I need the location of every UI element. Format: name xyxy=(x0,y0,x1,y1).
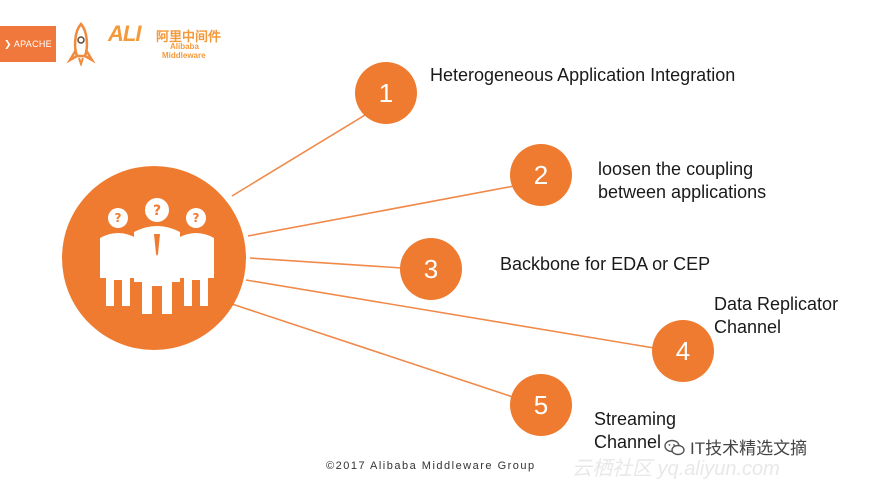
step-label-5-line1: Streaming xyxy=(594,409,677,429)
step-number-4: 4 xyxy=(675,335,691,366)
watermark-wechat: IT技术精选文摘 xyxy=(664,434,807,459)
step-label-4-line2: Channel xyxy=(714,317,782,337)
step-circle-5: 5 xyxy=(510,374,572,436)
step-number-2: 2 xyxy=(533,159,549,190)
step-label-4: Data Replicator Channel xyxy=(714,293,838,339)
wechat-icon xyxy=(664,439,685,456)
step-number-3: 3 xyxy=(423,253,439,284)
connector-line-3 xyxy=(249,257,403,269)
connector-line-2 xyxy=(247,185,515,237)
step-number-1: 1 xyxy=(378,77,394,108)
ali-logo-chinese: 阿里中间件 xyxy=(156,29,222,44)
step-label-5: Streaming Channel xyxy=(594,408,676,454)
footer-copyright: ©2017 Alibaba Middleware Group xyxy=(326,460,536,472)
step-label-2: loosen the coupling between applications xyxy=(598,158,766,204)
connector-line-5 xyxy=(231,303,517,399)
svg-text:?: ? xyxy=(115,211,122,225)
step-circle-1: 1 xyxy=(355,62,417,124)
people-question-icon: ? ? ? xyxy=(100,198,214,314)
step-circle-3: 3 xyxy=(400,238,462,300)
ali-logo-mark: ALI xyxy=(108,21,141,46)
step-label-2-line2: between applications xyxy=(598,182,767,202)
alibaba-middleware-logo: ALI 阿里中间件 Alibaba Middleware xyxy=(108,21,228,64)
apache-logo: ❯ APACHE xyxy=(0,26,56,62)
step-label-3: Backbone for EDA or CEP xyxy=(500,253,710,276)
watermark-text: IT技术精选文摘 xyxy=(690,439,808,458)
step-circle-4: 4 xyxy=(652,320,714,382)
step-number-5: 5 xyxy=(533,389,549,420)
connector-lines xyxy=(231,111,655,399)
step-label-3-text: Backbone for EDA or CEP xyxy=(500,254,711,274)
ali-logo-english-1: Alibaba xyxy=(170,42,199,51)
rocketmq-logo-icon xyxy=(66,22,96,66)
step-label-2-line1: loosen the coupling xyxy=(598,159,754,179)
step-label-5-line2: Channel xyxy=(594,432,662,452)
svg-text:?: ? xyxy=(193,211,200,225)
connector-line-1 xyxy=(231,111,371,197)
svg-text:?: ? xyxy=(153,203,161,219)
step-label-1-text: Heterogeneous Application Integration xyxy=(430,65,736,85)
apache-feather-icon: ❯ xyxy=(4,38,12,49)
connector-line-4 xyxy=(245,279,655,349)
step-label-1: Heterogeneous Application Integration xyxy=(430,64,735,87)
apache-logo-text: APACHE xyxy=(13,39,52,49)
step-label-4-line1: Data Replicator xyxy=(714,294,839,314)
ali-logo-english-2: Middleware xyxy=(162,51,206,60)
watermark-site: 云栖社区 yq.aliyun.com xyxy=(572,458,780,480)
step-circle-2: 2 xyxy=(510,144,572,206)
